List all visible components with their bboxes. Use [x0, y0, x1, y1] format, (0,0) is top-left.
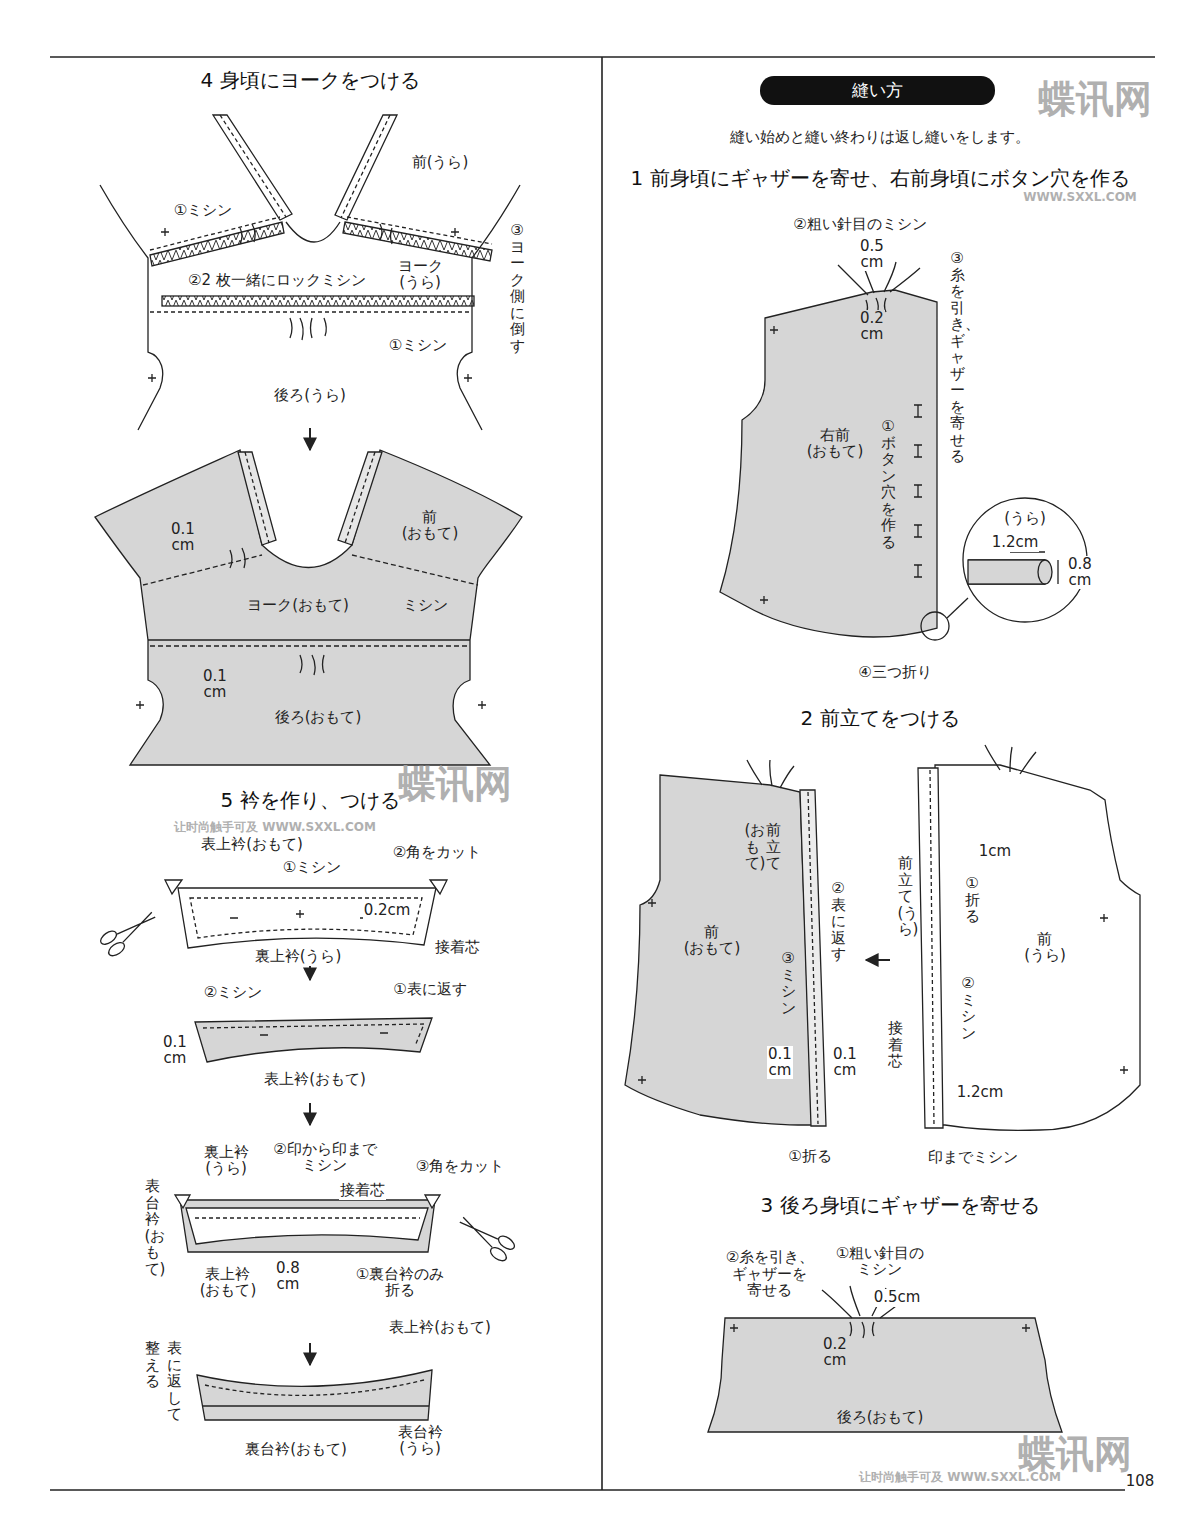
part-label: 表台衿 (うら) — [397, 1424, 444, 1457]
part-label: 0.1 cm — [767, 1046, 793, 1079]
part-label: 後ろ(おもて) — [274, 709, 363, 726]
part-label: ①ミシン — [173, 202, 233, 219]
part-label: 裏台衿(おもて) — [244, 1441, 348, 1458]
part-label: 印までミシン — [927, 1149, 1019, 1166]
part-label: ②角をカット — [392, 844, 482, 861]
part-label: 0.1 cm — [202, 668, 228, 701]
watermark: 蝶讯网 — [1037, 78, 1153, 122]
step-heading: 4 身頃にヨークをつける — [199, 69, 420, 92]
part-label: 接着芯 — [339, 1182, 386, 1199]
part-label: 1.2cm — [991, 534, 1040, 551]
vertical-label: 表台衿(おもて) — [144, 1178, 161, 1277]
part-label: ②印から印まで ミシン — [272, 1141, 377, 1174]
watermark: 让时尚触手可及 WWW.SXXL.COM — [858, 1471, 1062, 1485]
part-label: 接着芯 — [434, 939, 481, 956]
vertical-label: ③ミシン — [780, 950, 797, 1016]
vertical-label: ①折る — [964, 875, 981, 925]
vertical-label: 前立て(うら) — [897, 855, 914, 938]
part-label: 0.5 cm — [859, 238, 885, 271]
part-label: 0.8 cm — [275, 1260, 301, 1293]
part-label: ミシン — [402, 597, 449, 614]
part-label: ヨーク (うら) — [397, 258, 444, 291]
part-label: 裏上衿(うら) — [254, 948, 343, 965]
part-label: 表上衿 (おもて) — [199, 1266, 258, 1299]
step-heading: 2 前立てをつける — [799, 707, 960, 730]
watermark: 让时尚触手可及 WWW.SXXL.COM — [173, 821, 377, 835]
vertical-label: 接着芯 — [887, 1020, 904, 1070]
part-label: 後ろ(うら) — [273, 387, 347, 404]
vertical-label: 整える — [144, 1340, 161, 1390]
part-label: ①裏台衿のみ 折る — [355, 1266, 445, 1299]
part-label: 前 (うら) — [1023, 931, 1067, 964]
part-label: 表上衿(おもて) — [388, 1319, 492, 1336]
step-heading: 5 衿を作り、つける — [219, 789, 400, 812]
step-heading: 1 前身頃にギャザーを寄せ、右前身頃にボタン穴を作る — [629, 167, 1130, 190]
part-label: ①表に返す — [392, 981, 467, 998]
vertical-label: (おもて) — [744, 822, 761, 872]
part-label: 0.1 cm — [162, 1034, 188, 1067]
part-label: 0.1 cm — [170, 521, 196, 554]
part-label: 0.2cm — [363, 902, 412, 919]
part-label: (うら) — [1003, 510, 1047, 527]
part-label: ①粗い針目の ミシン — [835, 1245, 925, 1278]
part-label: ②糸を引き、 ギャザーを 寄せる — [725, 1249, 815, 1299]
part-label: ①ミシン — [388, 337, 448, 354]
part-label: 表上衿(おもて) — [263, 1071, 367, 1088]
section-pill: 縫い方 — [760, 76, 995, 105]
part-label: 表上衿(おもて) — [200, 836, 304, 853]
part-label: 1.2cm — [956, 1084, 1005, 1101]
vertical-label: ③糸を引き、ギャザーを寄せる — [949, 250, 966, 465]
part-label: 前 (おもて) — [401, 509, 460, 542]
part-label: 縫い始めと縫い終わりは返し縫いをします。 — [729, 129, 1031, 146]
step-heading: 3 後ろ身頃にギャザーを寄せる — [759, 1194, 1040, 1217]
part-label: 1cm — [978, 843, 1012, 860]
part-label: 0.5cm — [873, 1289, 922, 1306]
part-label: ②2 枚一緒にロックミシン — [187, 272, 367, 289]
part-label: ヨーク(おもて) — [246, 597, 350, 614]
part-label: ④三つ折り — [857, 664, 932, 681]
part-label: 0.8 cm — [1067, 556, 1093, 589]
part-label: 裏上衿 (うら) — [203, 1144, 250, 1177]
watermark: 蝶讯网 — [397, 763, 513, 807]
part-label: ①ミシン — [282, 859, 342, 876]
section-title: 縫い方 — [852, 76, 903, 105]
part-label: 前(うら) — [411, 154, 470, 171]
part-label: ②粗い針目のミシン — [792, 216, 927, 233]
watermark: WWW.SXXL.COM — [1022, 191, 1138, 205]
vertical-label: ①ボタン穴を作る — [880, 418, 897, 550]
vertical-label: ②ミシン — [960, 975, 977, 1041]
vertical-label: ②表に返す — [830, 880, 847, 963]
vertical-label: ③ヨーク側に倒す — [509, 222, 526, 354]
part-label: 0.2 cm — [822, 1336, 848, 1369]
part-label: ①折る — [787, 1148, 832, 1165]
part-label: 右前 (おもて) — [806, 427, 865, 460]
part-label: ③角をカット — [415, 1158, 505, 1175]
part-label: 0.1 cm — [832, 1046, 858, 1079]
part-label: 前 (おもて) — [683, 924, 742, 957]
vertical-label: 表に返して — [166, 1340, 183, 1423]
part-label: ②ミシン — [203, 984, 263, 1001]
part-label: 後ろ(おもて) — [836, 1409, 925, 1426]
vertical-label: 前立て — [765, 822, 782, 872]
part-label: 0.2 cm — [859, 310, 885, 343]
